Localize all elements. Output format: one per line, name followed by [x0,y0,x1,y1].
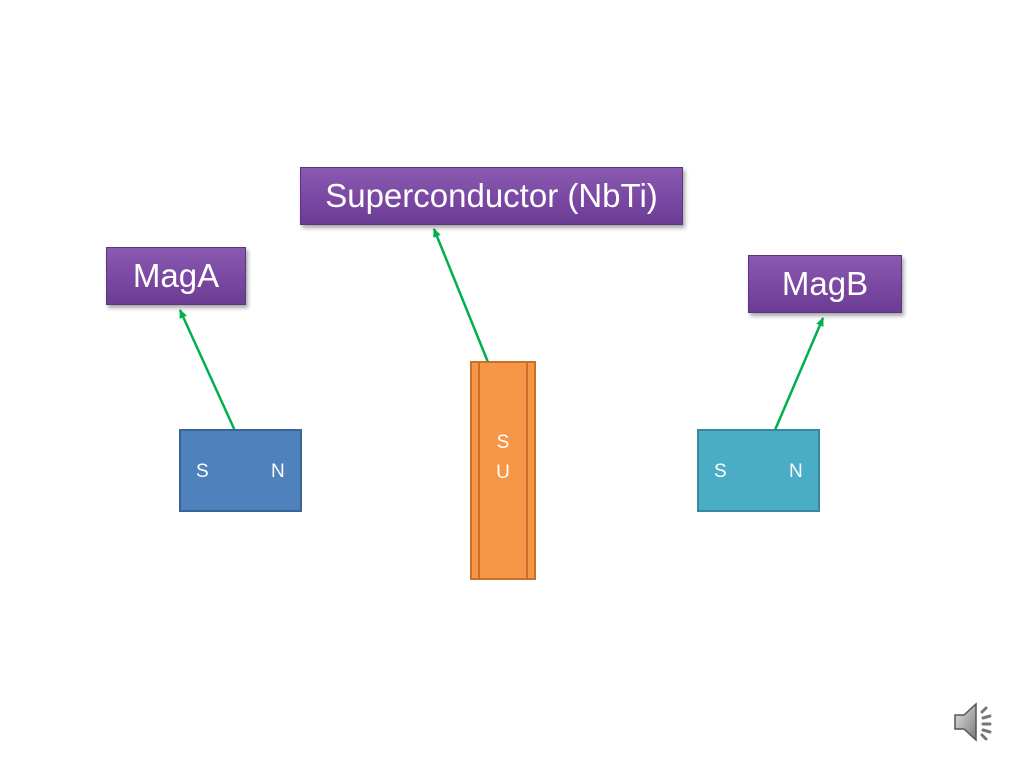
maga-label: MagA [106,247,246,305]
magb-label: MagB [748,255,902,313]
magnet-a-south-pole: S [196,461,209,482]
magnet-b: S N [697,429,820,512]
superconductor-label-text: Superconductor (NbTi) [325,177,658,214]
magnet-b-south-pole: S [714,461,727,482]
magnet-a-north-pole: N [271,461,285,482]
bar-letter-u: U [496,462,510,483]
superconductor-label: Superconductor (NbTi) [300,167,683,225]
bar-letter-s: S [496,432,510,453]
bar-stripe-right [526,363,528,578]
maga-label-text: MagA [132,257,220,294]
bar-stripe-left [478,363,480,578]
arrow-maga [178,309,243,445]
magnet-b-north-pole: N [789,461,803,482]
speaker-icon[interactable] [952,698,1000,746]
magb-label-text: MagB [781,265,869,302]
magnet-a: S N [179,429,302,512]
superconductor-bar: S U [470,361,536,580]
